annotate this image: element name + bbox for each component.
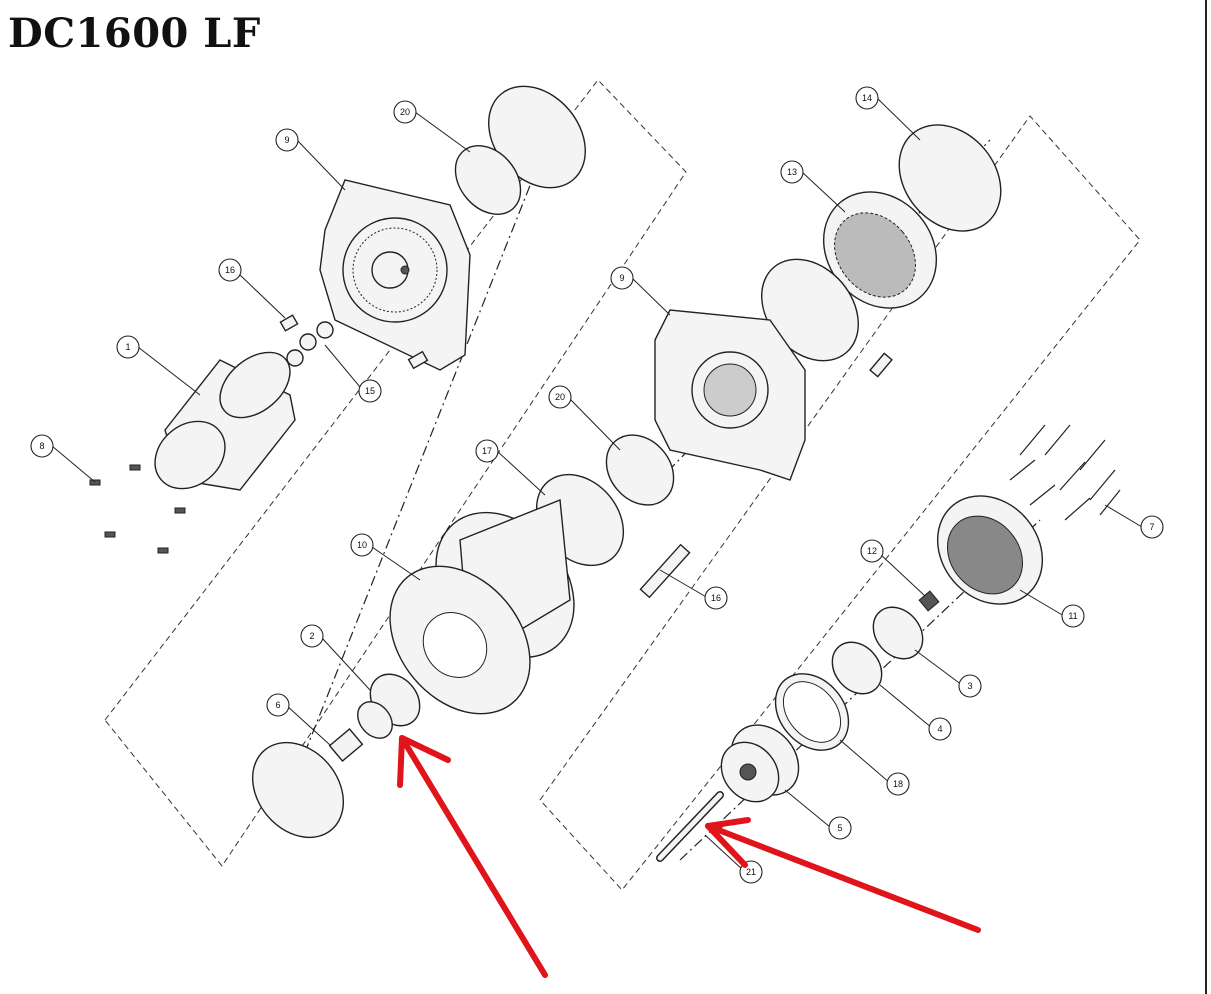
pin-16 [639, 543, 691, 599]
callout-4: 4 [928, 717, 952, 741]
svg-text:20: 20 [400, 107, 410, 117]
callout-8: 8 [30, 434, 54, 458]
bolts-7 [1009, 424, 1121, 521]
ring-gear-11 [936, 495, 1044, 605]
page-border [1205, 0, 1207, 994]
red-arrow-to-coupler [397, 735, 548, 978]
bolt-right [869, 352, 893, 378]
callout-11: 11 [1061, 604, 1085, 628]
housing-9-right [654, 309, 806, 481]
callout-13: 13 [780, 160, 804, 184]
svg-text:11: 11 [1068, 611, 1077, 621]
washer-15-c [286, 349, 304, 367]
callout-7: 7 [1140, 515, 1164, 539]
right-assembly-frame [539, 115, 1141, 891]
screws-8 [89, 464, 186, 554]
svg-text:21: 21 [746, 867, 756, 877]
svg-text:3: 3 [967, 681, 972, 691]
gasket-bottom-left [251, 741, 345, 839]
ring-gear-13 [822, 191, 938, 309]
callout-1: 1 [116, 335, 140, 359]
callout-3: 3 [958, 674, 982, 698]
bolt-16-b [407, 350, 429, 370]
callout-15: 15 [358, 379, 382, 403]
shaft-6 [328, 727, 364, 763]
housing-9-left [319, 179, 471, 371]
left-axis-line [289, 109, 561, 791]
washer-15-a [299, 333, 317, 351]
callout-9-left: 9 [275, 128, 299, 152]
coupler-2 [357, 673, 421, 739]
svg-text:16: 16 [225, 265, 235, 275]
leader-lines [51, 97, 1143, 871]
page-title: DC1600 LF [8, 10, 261, 57]
svg-text:6: 6 [275, 700, 280, 710]
output-carrier-5 [720, 724, 800, 803]
motor-1 [154, 351, 296, 491]
callout-2: 2 [300, 624, 324, 648]
svg-text:10: 10 [357, 540, 367, 550]
sun-gear-12 [918, 590, 940, 612]
svg-text:9: 9 [619, 273, 624, 283]
drum-10 [389, 499, 575, 715]
svg-text:16: 16 [711, 593, 721, 603]
callout-16-top: 16 [218, 258, 242, 282]
callout-20-bottom: 20 [548, 385, 572, 409]
ring-20-top [454, 145, 522, 215]
carrier-3 [872, 606, 924, 660]
svg-text:13: 13 [787, 167, 797, 177]
svg-text:15: 15 [365, 386, 375, 396]
svg-text:14: 14 [862, 93, 872, 103]
callout-14: 14 [855, 86, 879, 110]
left-assembly-frame [104, 79, 687, 867]
washer-15-b [316, 321, 334, 339]
callout-10: 10 [350, 533, 374, 557]
svg-text:20: 20 [555, 392, 565, 402]
bolt-16-a [279, 314, 299, 332]
svg-text:2: 2 [309, 631, 314, 641]
callout-16-bottom: 16 [704, 586, 728, 610]
svg-text:8: 8 [39, 441, 44, 451]
svg-text:1: 1 [125, 342, 130, 352]
ring-18-inner [782, 681, 842, 743]
svg-text:7: 7 [1149, 522, 1154, 532]
red-arrow-to-shaft [705, 817, 981, 933]
svg-text:17: 17 [482, 446, 492, 456]
callout-12: 12 [860, 539, 884, 563]
callout-6: 6 [266, 693, 290, 717]
callout-9-right: 9 [610, 266, 634, 290]
svg-text:5: 5 [837, 823, 842, 833]
carrier-4 [831, 641, 883, 695]
svg-text:4: 4 [937, 724, 942, 734]
callout-20-top: 20 [393, 100, 417, 124]
ring-20-bottom [605, 434, 675, 506]
callout-5: 5 [828, 816, 852, 840]
callout-18: 18 [886, 772, 910, 796]
callout-17: 17 [475, 439, 499, 463]
svg-text:12: 12 [867, 546, 877, 556]
svg-text:9: 9 [284, 135, 289, 145]
svg-text:18: 18 [893, 779, 903, 789]
